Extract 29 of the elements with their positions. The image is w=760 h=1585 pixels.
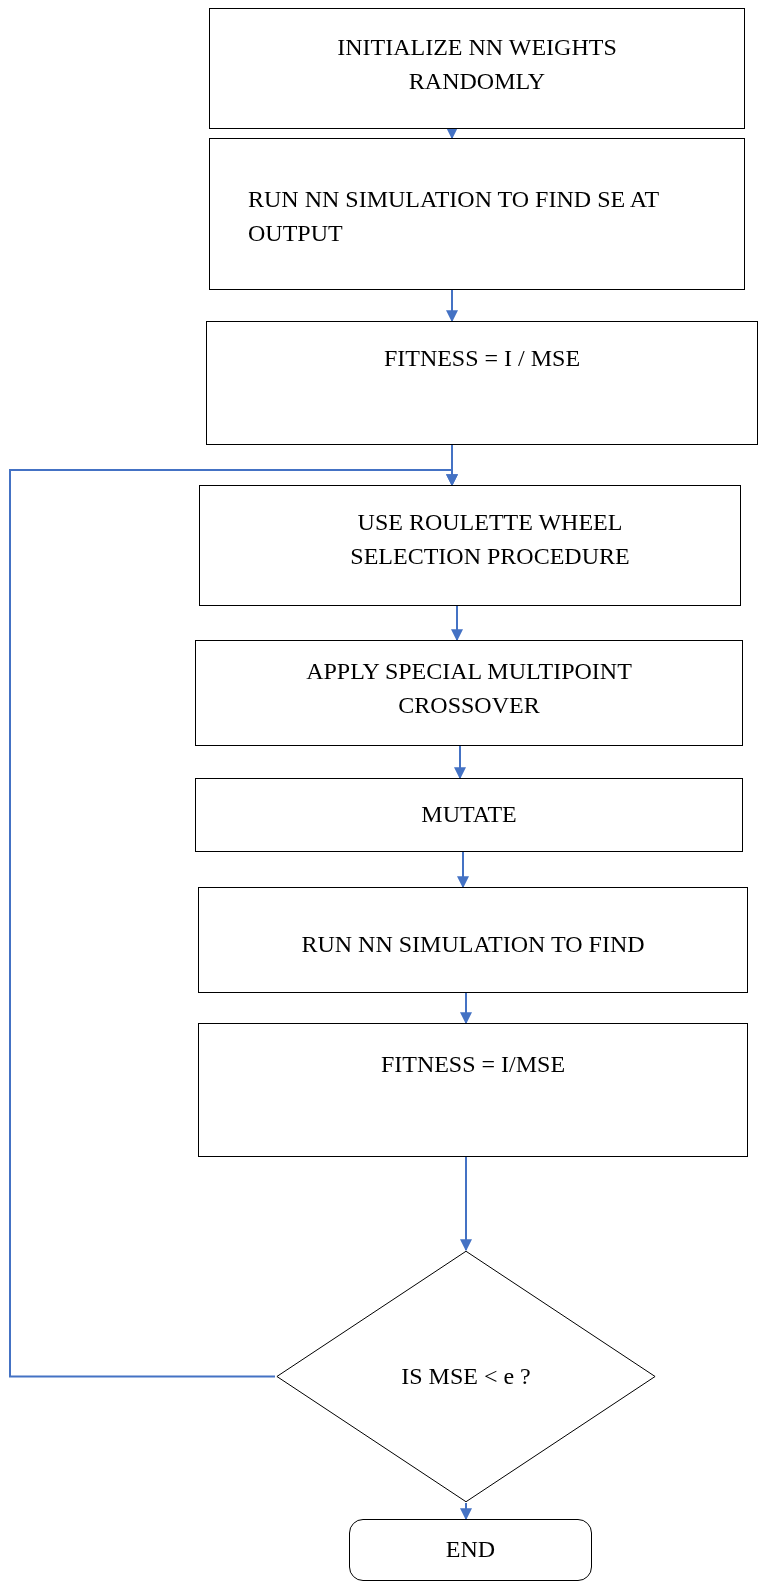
box-text: FITNESS = I/MSE [380, 1050, 566, 1079]
arrow [9, 469, 458, 1378]
box-text: USE ROULETTE WHEEL SELECTION PROCEDURE [349, 508, 631, 571]
box-text: APPLY SPECIAL MULTIPOINT CROSSOVER [305, 657, 633, 720]
process-box [198, 887, 748, 993]
box-text: MUTATE [421, 800, 517, 830]
box-text: END [445, 1535, 496, 1565]
box-text: RUN NN SIMULATION TO FIND SE AT OUTPUT [248, 185, 660, 248]
arrow [451, 605, 463, 642]
process-box [206, 321, 758, 445]
arrow [446, 127, 458, 140]
process-box [195, 640, 743, 746]
process-box [198, 1023, 748, 1157]
process-box [195, 778, 743, 852]
box-text: RUN NN SIMULATION TO FIND [301, 930, 645, 959]
arrow [457, 851, 469, 889]
box-text: IS MSE < e ? [401, 1361, 531, 1391]
process-box [209, 138, 745, 290]
box-text: INITIALIZE NN WEIGHTS RANDOMLY [336, 33, 618, 96]
arrow [460, 992, 472, 1025]
arrow [446, 289, 458, 323]
decision-diamond [275, 1250, 657, 1503]
arrow [460, 1502, 472, 1521]
process-box [209, 8, 745, 129]
arrow [460, 1156, 472, 1252]
arrow [454, 745, 466, 780]
box-text: FITNESS = I / MSE [383, 344, 581, 373]
process-box [199, 485, 741, 606]
terminal-box [349, 1519, 592, 1581]
